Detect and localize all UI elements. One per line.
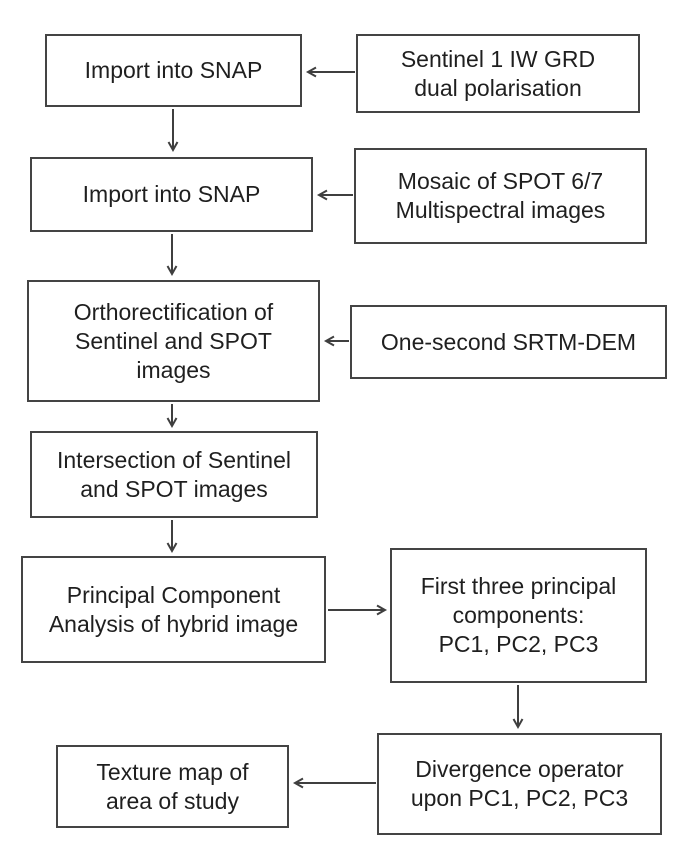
node-divergence: Divergence operator upon PC1, PC2, PC3 — [377, 733, 662, 835]
node-principal-components: First three principal components: PC1, P… — [390, 548, 647, 683]
node-import-snap-2: Import into SNAP — [30, 157, 313, 232]
node-orthorectification: Orthorectification of Sentinel and SPOT … — [27, 280, 320, 402]
node-sentinel-source: Sentinel 1 IW GRD dual polarisation — [356, 34, 640, 113]
node-texture-map: Texture map of area of study — [56, 745, 289, 828]
node-spot-mosaic-source: Mosaic of SPOT 6/7 Multispectral images — [354, 148, 647, 244]
node-import-snap-1: Import into SNAP — [45, 34, 302, 107]
node-intersection: Intersection of Sentinel and SPOT images — [30, 431, 318, 518]
node-pca: Principal Component Analysis of hybrid i… — [21, 556, 326, 663]
node-srtm-dem-source: One-second SRTM-DEM — [350, 305, 667, 379]
